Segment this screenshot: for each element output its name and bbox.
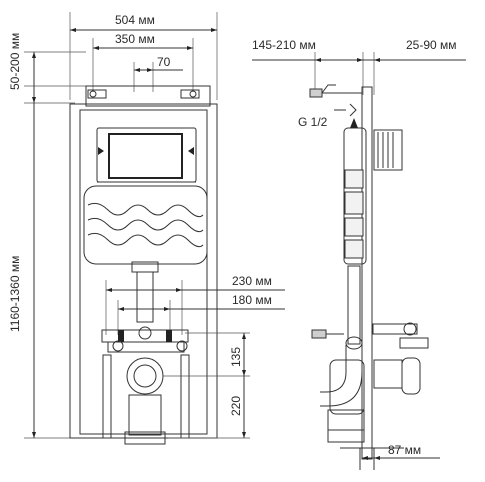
bolt-nut bbox=[403, 322, 417, 336]
dim-1160-1360-label: 1160-1360 мм bbox=[8, 256, 22, 332]
frame-outer bbox=[69, 103, 218, 439]
cistern-wave bbox=[87, 202, 204, 218]
flush-opening-inner bbox=[108, 133, 183, 179]
drain-inner bbox=[133, 364, 157, 388]
mount-hook bbox=[321, 84, 336, 94]
dim-145-210-label: 145-210 мм bbox=[252, 38, 316, 52]
arrow-down bbox=[242, 432, 246, 438]
dim-230-label: 230 мм bbox=[232, 274, 272, 288]
anchor-slot bbox=[180, 89, 200, 99]
bolt-rod bbox=[399, 337, 429, 349]
water-arrow bbox=[349, 103, 357, 117]
dim-220-label: 220 bbox=[229, 396, 243, 416]
dim-180-label: 180 мм bbox=[232, 293, 272, 307]
arrow-down bbox=[32, 97, 36, 103]
dim-25-90-label: 25-90 мм bbox=[406, 38, 457, 52]
arrow-up bbox=[242, 333, 246, 339]
bolt-nut bbox=[176, 340, 188, 352]
mount-head bbox=[309, 88, 323, 98]
arrow-right bbox=[164, 307, 170, 311]
arrow-right bbox=[176, 288, 182, 292]
arrow-left bbox=[134, 68, 140, 72]
anchor-point bbox=[189, 90, 197, 98]
bolt-right bbox=[166, 330, 172, 342]
arrow-down bbox=[32, 432, 36, 438]
connector-flange bbox=[401, 357, 421, 395]
clip-right bbox=[188, 147, 194, 155]
valve-box bbox=[344, 169, 364, 189]
arrow-down bbox=[242, 370, 246, 376]
anchor-slot bbox=[87, 89, 107, 99]
arrow-left bbox=[118, 307, 124, 311]
inlet-head bbox=[311, 329, 327, 339]
arrow-left bbox=[362, 456, 368, 460]
drain-elbow-outer bbox=[320, 345, 347, 393]
valve-box bbox=[344, 191, 364, 215]
arrow-right bbox=[187, 46, 193, 50]
clip-left bbox=[98, 147, 104, 155]
cistern-body bbox=[83, 185, 208, 265]
drain-collar bbox=[124, 431, 166, 445]
dim-50-200-label: 50-200 мм bbox=[8, 33, 22, 90]
leg-left bbox=[102, 354, 112, 439]
arrow-left bbox=[315, 58, 321, 62]
dim-70-label: 70 bbox=[157, 55, 171, 69]
valve-box bbox=[344, 239, 364, 259]
water-arrow-head bbox=[350, 118, 358, 128]
bolt-left bbox=[118, 330, 124, 342]
arrow-left bbox=[93, 46, 99, 50]
flush-plate-profile bbox=[373, 129, 403, 171]
valve-box bbox=[344, 217, 364, 237]
anchor-point bbox=[89, 90, 97, 98]
arrow-right bbox=[147, 68, 153, 72]
dim-87-label: 87 мм bbox=[388, 443, 421, 457]
drain-elbow-body bbox=[329, 359, 365, 415]
arrow-up bbox=[32, 52, 36, 58]
drain-outer bbox=[126, 357, 164, 395]
connector-box bbox=[373, 359, 403, 389]
bolt-rod bbox=[372, 323, 418, 335]
arrow-left bbox=[70, 28, 76, 32]
dim-135-label: 135 bbox=[229, 347, 243, 367]
arrow-left bbox=[374, 58, 380, 62]
lower-crossbar bbox=[101, 329, 189, 343]
leg-right bbox=[180, 354, 190, 439]
arrow-right bbox=[211, 28, 217, 32]
arrow-right bbox=[374, 456, 380, 460]
g-half-label: G 1/2 bbox=[298, 115, 328, 129]
arrow-right bbox=[357, 58, 363, 62]
water-inlet bbox=[138, 326, 152, 340]
drain-pipe bbox=[128, 394, 162, 436]
dim-504-label: 504 мм bbox=[115, 13, 155, 27]
dim-350-label: 350 мм bbox=[115, 32, 155, 46]
bolt-bar bbox=[107, 341, 185, 353]
arrow-left bbox=[106, 288, 112, 292]
drain-pipe-side bbox=[327, 409, 365, 443]
bolt-nut bbox=[112, 340, 124, 352]
pipe-joint bbox=[345, 336, 363, 350]
drain-elbow-inner bbox=[320, 345, 363, 407]
top-bracket bbox=[85, 85, 211, 107]
frame-inner bbox=[79, 109, 208, 435]
flush-pipe-side bbox=[347, 265, 361, 345]
flush-pipe bbox=[136, 271, 154, 323]
cistern-wave bbox=[87, 232, 204, 248]
cistern-wave bbox=[87, 217, 204, 233]
